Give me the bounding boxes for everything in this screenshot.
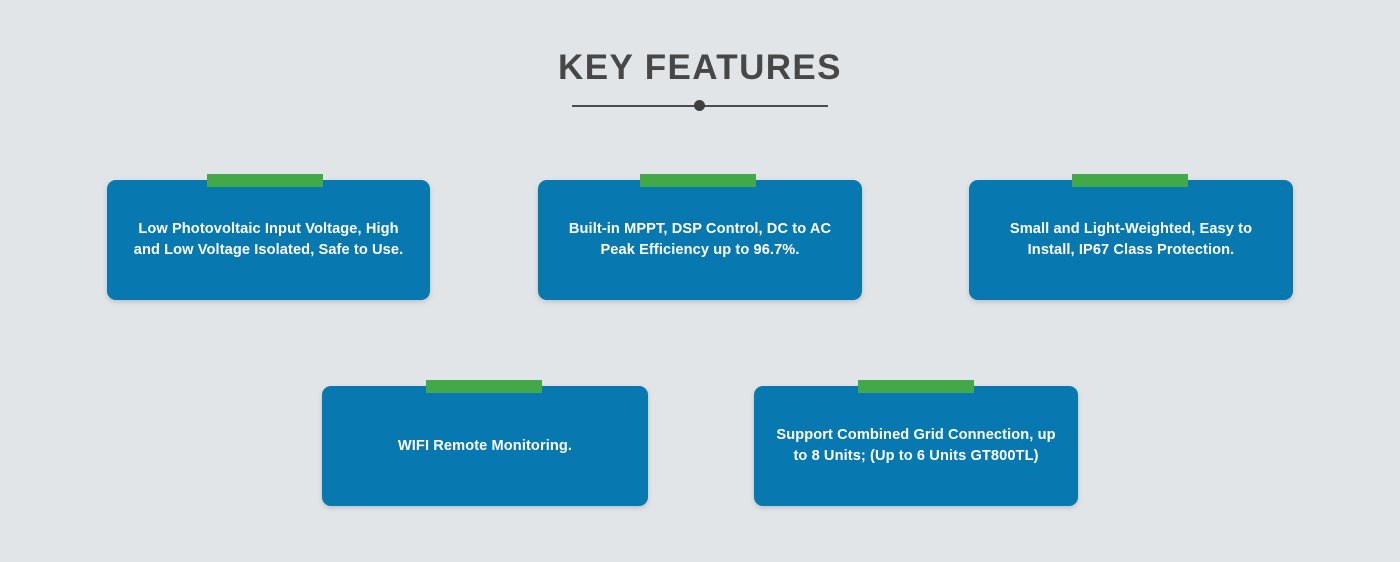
feature-card-2: Built-in MPPT, DSP Control, DC to AC Pea… — [538, 174, 862, 300]
card-top-tab-accent — [426, 380, 542, 393]
title-underline-dot-icon — [694, 100, 705, 111]
feature-card-4: WIFI Remote Monitoring. — [322, 380, 648, 506]
card-top-tab-accent — [858, 380, 974, 393]
feature-card-1: Low Photovoltaic Input Voltage, High and… — [107, 174, 430, 300]
feature-card-3: Small and Light-Weighted, Easy to Instal… — [969, 174, 1293, 300]
feature-card-text: Support Combined Grid Connection, up to … — [776, 427, 1056, 464]
feature-card-text: Built-in MPPT, DSP Control, DC to AC Pea… — [568, 221, 832, 258]
card-top-tab-accent — [640, 174, 756, 187]
card-top-tab-accent — [1072, 174, 1188, 187]
feature-card-text: Low Photovoltaic Input Voltage, High and… — [133, 221, 404, 258]
feature-card-text: Small and Light-Weighted, Easy to Instal… — [1009, 221, 1253, 258]
card-top-tab-accent — [206, 174, 323, 187]
page-header: KEY FEATURES — [0, 48, 1400, 112]
page-title: KEY FEATURES — [558, 48, 842, 87]
title-underline-decoration — [572, 100, 828, 112]
feature-card-5: Support Combined Grid Connection, up to … — [754, 380, 1078, 506]
feature-card-text: WIFI Remote Monitoring. — [397, 437, 573, 454]
